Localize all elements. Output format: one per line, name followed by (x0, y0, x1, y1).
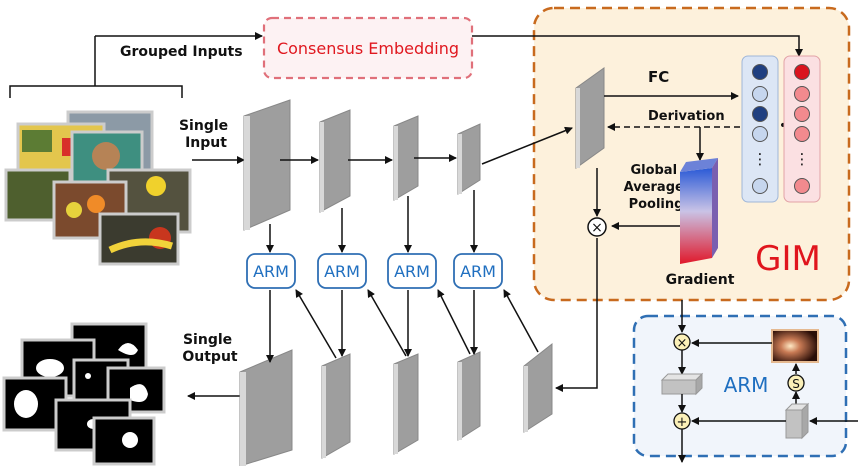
arm-module-1: ARM (246, 253, 296, 289)
arm-detail-sigmoid-node: S (787, 374, 805, 392)
vector-product-dot: • (779, 118, 787, 134)
decoder-feature-slab-3 (393, 353, 419, 455)
gradient-bar (680, 158, 718, 264)
encoder-feature-slab-4 (457, 123, 481, 195)
arm-module-4-label: ARM (460, 262, 496, 281)
arm-detail-multiply-node: × (673, 333, 691, 351)
enc-arrow-4 (481, 126, 573, 165)
binary-mask-collage (2, 322, 166, 466)
consensus-embedding-label: Consensus Embedding (277, 39, 459, 58)
arm-module-2: ARM (317, 253, 367, 289)
fc-label: FC (648, 68, 669, 86)
svg-text:+: + (677, 415, 688, 430)
gim-title: GIM (755, 239, 821, 279)
arm-module-2-label: ARM (324, 262, 360, 281)
encoder-feature-slab-3 (393, 115, 419, 201)
grouped-inputs-brace (9, 78, 183, 98)
decoder-feature-slab-5 (523, 342, 553, 433)
arm-module-1-label: ARM (253, 262, 289, 281)
svg-text:×: × (591, 220, 603, 236)
vector-left-vdots: ⋮ (753, 150, 768, 168)
arm-detail-input-block (784, 402, 810, 440)
arm-detail-add-node: + (673, 412, 691, 430)
gap-label: Global Average Pooling (624, 163, 689, 212)
grouped-input-image-collage (4, 110, 192, 266)
decoder-feature-slab-1 (239, 349, 293, 466)
feature-vector-left: ⋮ (741, 55, 779, 203)
gim-multiply-node: × (587, 217, 607, 237)
svg-text:S: S (792, 377, 800, 391)
arm-module-3: ARM (387, 253, 437, 289)
encoder-feature-slab-2 (319, 109, 351, 213)
vector-right-vdots: ⋮ (795, 150, 810, 168)
attention-map-thumbnail (771, 329, 819, 363)
consensus-embedding-box (262, 16, 474, 80)
gradient-label: Gradient (666, 272, 735, 288)
decoder-feature-slab-2 (321, 353, 351, 459)
encoder-feature-slab-1 (243, 99, 291, 231)
single-input-label: Single Input (179, 118, 233, 151)
arm-detail-feature-block (660, 372, 704, 396)
svg-text:×: × (677, 336, 688, 351)
grouped-inputs-label: Grouped Inputs (120, 44, 243, 60)
derivation-label: Derivation (648, 109, 725, 124)
arm-detail-title: ARM (724, 373, 769, 397)
consensus-to-vector-arrow (472, 35, 803, 57)
feature-vector-right: ⋮ (783, 55, 821, 203)
gim-feature-slab (575, 67, 605, 169)
single-output-label: Single Output (182, 332, 238, 365)
decoder-feature-slab-4 (457, 351, 481, 441)
arm-module-3-label: ARM (394, 262, 430, 281)
gim-to-decoder-arrow (555, 238, 598, 392)
arm-module-4: ARM (453, 253, 503, 289)
